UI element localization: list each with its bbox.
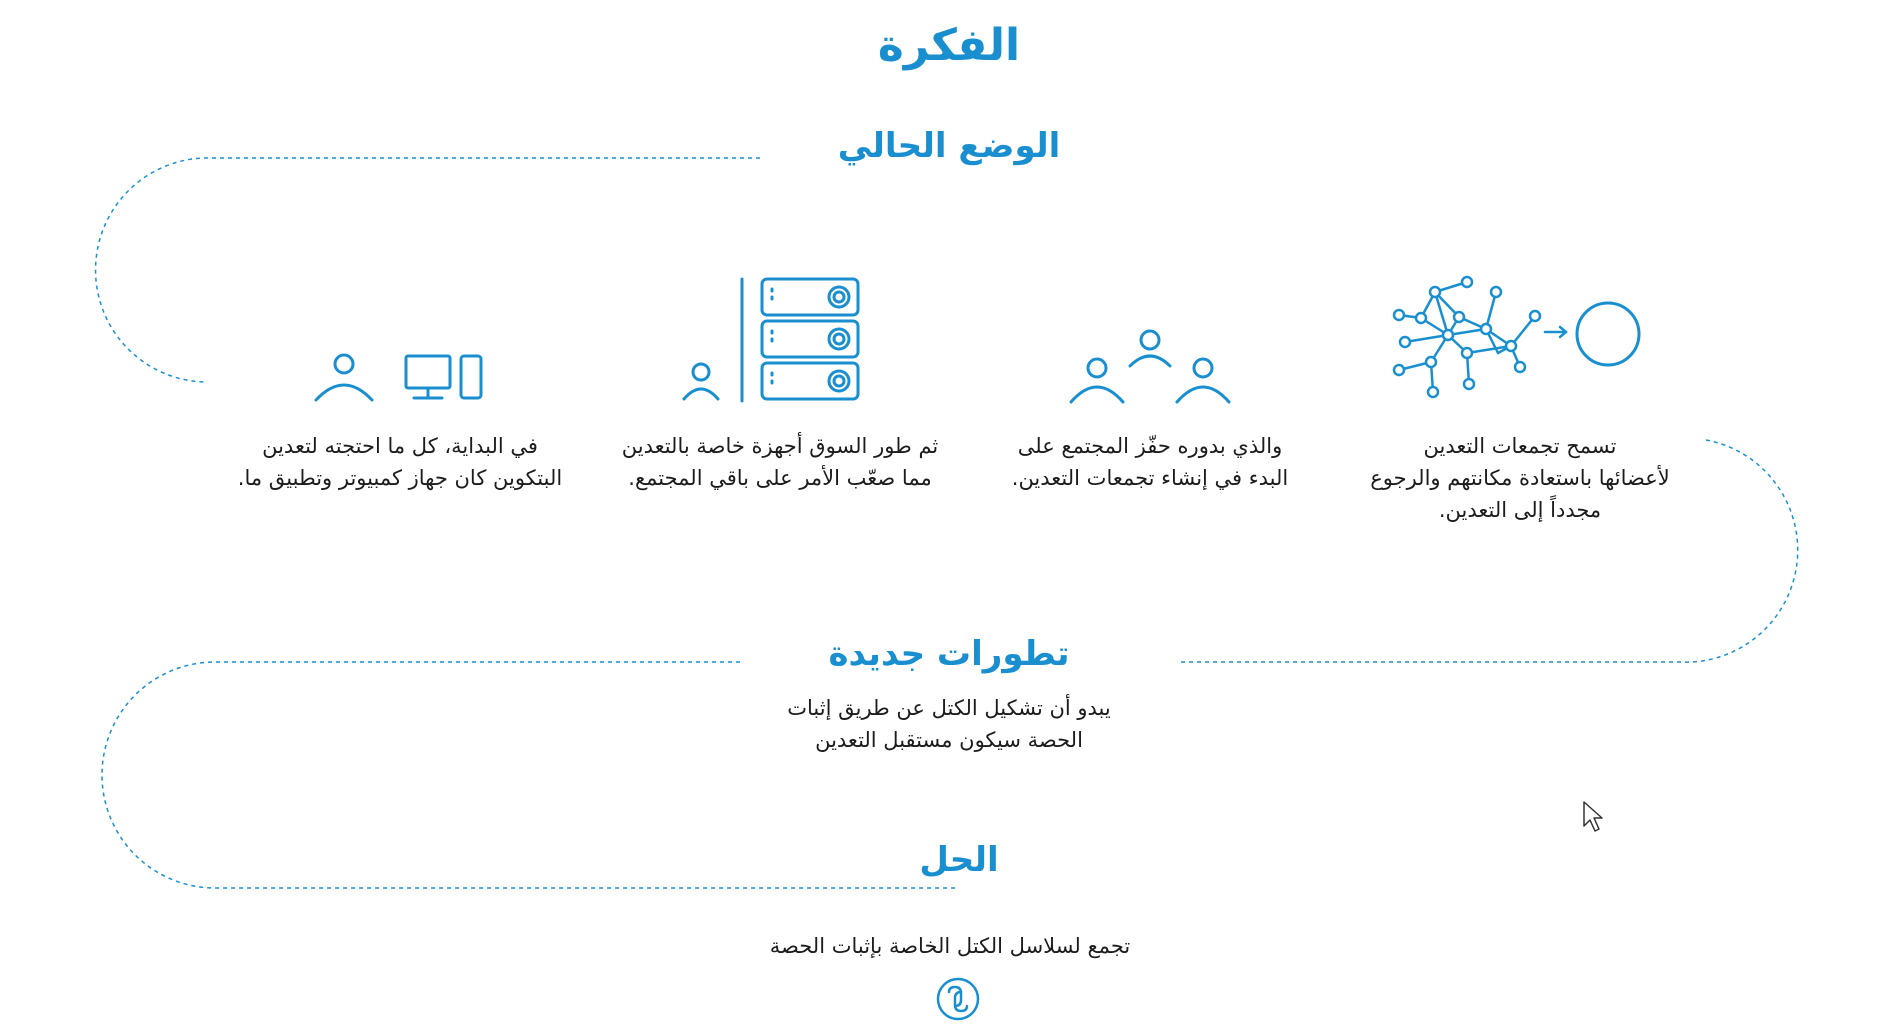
community-group-icon <box>1069 329 1231 404</box>
stake-coin-logo-icon <box>936 977 980 1021</box>
step-line: لأعضائها باستعادة مكانتهم والرجوع <box>1370 466 1670 490</box>
section-heading-solution: الحل <box>919 840 999 880</box>
mining-pool-network-icon <box>1392 275 1641 399</box>
step-line: البدء في إنشاء تجمعات التعدين. <box>1011 466 1289 490</box>
step-line: في البداية، كل ما احتجته لتعدين <box>262 434 538 458</box>
page-title: الفكرة <box>877 20 1021 71</box>
step-text-community: والذي بدوره حفّز المجتمع على البدء في إن… <box>960 430 1340 494</box>
step-text-hardware: ثم طور السوق أجهزة خاصة بالتعدين مما صعّ… <box>580 430 980 494</box>
section-heading-current: الوضع الحالي <box>837 126 1061 166</box>
step-line: تسمح تجمعات التعدين <box>1423 434 1617 458</box>
solution-text: تجمع لسلاسل الكتل الخاصة بإثبات الحصة <box>769 934 1131 958</box>
step-line: مما صعّب الأمر على باقي المجتمع. <box>628 466 932 490</box>
developments-line: يبدو أن تشكيل الكتل عن طريق إثبات <box>787 696 1111 720</box>
step-text-mining-pools: تسمح تجمعات التعدين لأعضائها باستعادة مك… <box>1320 430 1720 526</box>
step-line: والذي بدوره حفّز المجتمع على <box>1017 434 1283 458</box>
step-line: البتكوين كان جهاز كمبيوتر وتطبيق ما. <box>237 466 563 490</box>
mouse-cursor-icon <box>1583 801 1603 832</box>
user-computer-icon <box>314 353 483 402</box>
section-heading-developments: تطورات جديدة <box>828 634 1070 674</box>
step-line: ثم طور السوق أجهزة خاصة بالتعدين <box>621 434 939 458</box>
developments-text: يبدو أن تشكيل الكتل عن طريق إثبات الحصة … <box>749 692 1149 756</box>
developments-line: الحصة سيكون مستقبل التعدين <box>815 728 1083 752</box>
step-text-computer: في البداية، كل ما احتجته لتعدين البتكوين… <box>190 430 610 494</box>
mining-hardware-rack-icon <box>682 277 860 403</box>
step-line: مجدداً إلى التعدين. <box>1438 498 1602 522</box>
